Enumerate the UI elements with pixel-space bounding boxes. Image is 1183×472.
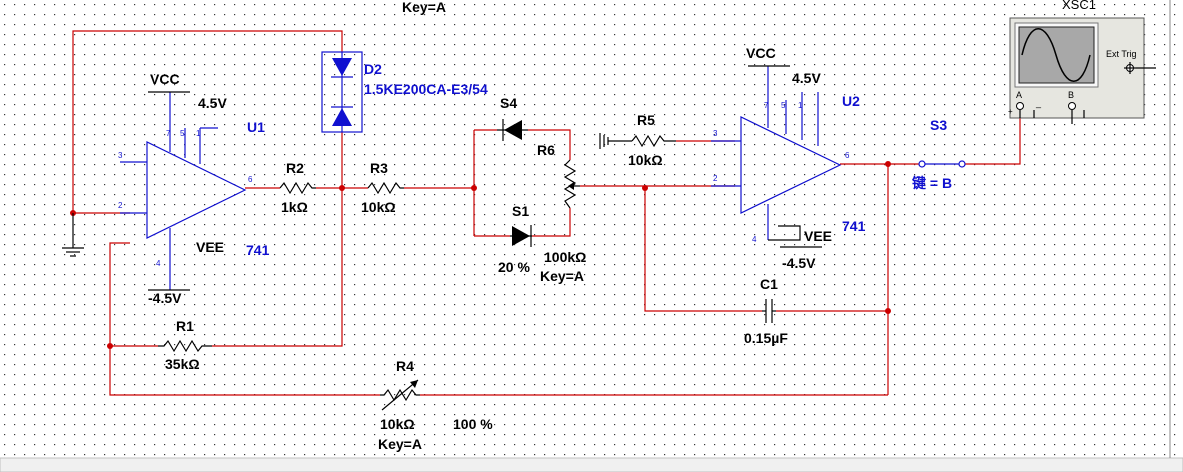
potentiometer-r6[interactable]	[563, 159, 580, 209]
r4-value: 10kΩ	[380, 416, 415, 432]
r2-ref: R2	[286, 160, 304, 176]
u1-pin1: 1	[196, 129, 201, 138]
u1-model: 741	[246, 242, 270, 258]
potentiometer-r4[interactable]	[380, 379, 420, 411]
junctions	[70, 161, 891, 349]
u1-vee-label: VEE	[196, 239, 224, 255]
u2-pin2: 2	[713, 174, 718, 183]
u1-vee-value: -4.5V	[148, 290, 182, 306]
xsc1-minus: _	[1035, 98, 1042, 108]
c1-value: 0.15µF	[744, 330, 788, 346]
top-key-label: Key=A	[402, 0, 446, 15]
r4-key: Key=A	[378, 436, 422, 452]
u1-pin6: 6	[248, 175, 253, 184]
switch-s3[interactable]	[918, 160, 966, 168]
r2-value: 1kΩ	[281, 199, 308, 215]
u1-vcc-label: VCC	[150, 71, 180, 87]
capacitor-c1[interactable]	[762, 299, 776, 323]
u2-pin3: 3	[713, 129, 718, 138]
r5-value: 10kΩ	[628, 152, 663, 168]
u1-pin7: 7	[166, 129, 171, 138]
u1-pin3: 3	[118, 151, 123, 160]
wires	[72, 30, 1021, 396]
u2-pin6: 6	[845, 151, 850, 160]
u2-pin5: 5	[781, 101, 786, 110]
d2-ref: D2	[364, 61, 382, 77]
resistor-r3[interactable]	[367, 181, 404, 195]
r3-value: 10kΩ	[361, 199, 396, 215]
u2-vee-label: VEE	[804, 228, 832, 244]
u2-pin4: 4	[752, 235, 757, 244]
resistor-r5[interactable]	[599, 133, 676, 149]
u2-vcc-value: 4.5V	[792, 70, 821, 86]
u2-pin1: 1	[798, 101, 803, 110]
xsc1-chan-b: B	[1068, 90, 1074, 100]
sine-wave-icon	[1021, 28, 1091, 82]
diode-s1[interactable]	[510, 225, 532, 247]
grid-background	[0, 0, 1183, 460]
s3-ref: S3	[930, 117, 947, 133]
c1-ref: C1	[760, 276, 778, 292]
bottom-bar	[0, 457, 1183, 472]
u1-pin2: 2	[118, 201, 123, 210]
u1-pin5: 5	[180, 129, 185, 138]
u2-pin7: 7	[764, 101, 769, 110]
r6-ref: R6	[537, 142, 555, 158]
u2-vcc-label: VCC	[746, 45, 776, 61]
u2-model: 741	[842, 218, 866, 234]
ground-symbol-left	[62, 213, 84, 257]
resistor-r2[interactable]	[279, 181, 316, 195]
opamp-u1[interactable]	[120, 91, 247, 291]
xsc1-ext-trig: Ext Trig	[1106, 49, 1137, 59]
resistor-r1[interactable]	[158, 339, 212, 353]
xsc1-plus: +	[1008, 107, 1013, 116]
diode-s4[interactable]	[497, 119, 528, 141]
r1-value: 35kΩ	[165, 356, 200, 372]
s4-ref: S4	[500, 95, 517, 111]
u1-vcc-value: 4.5V	[198, 95, 227, 111]
u2-vee-value: -4.5V	[782, 255, 816, 271]
r4-ref: R4	[396, 358, 414, 374]
u1-pin4: 4	[156, 259, 161, 268]
r6-key: Key=A	[540, 268, 584, 284]
xsc1-chan-a: A	[1016, 90, 1022, 100]
r6-percent: 20 %	[498, 259, 530, 275]
r5-ref: R5	[637, 112, 655, 128]
s3-key: 键 = B	[911, 175, 952, 191]
r1-ref: R1	[176, 318, 194, 334]
opamp-u2[interactable]	[711, 65, 842, 248]
u1-ref: U1	[247, 119, 265, 135]
s1-ref: S1	[512, 203, 529, 219]
u2-ref: U2	[842, 93, 860, 109]
r3-ref: R3	[370, 160, 388, 176]
xsc1-ref: XSC1	[1062, 0, 1096, 12]
oscilloscope-xsc1[interactable]	[1009, 17, 1156, 124]
diode-d2[interactable]	[321, 51, 363, 133]
r6-value: 100kΩ	[544, 249, 586, 265]
d2-part: 1.5KE200CA-E3/54	[364, 81, 488, 97]
r4-percent: 100 %	[453, 416, 493, 432]
